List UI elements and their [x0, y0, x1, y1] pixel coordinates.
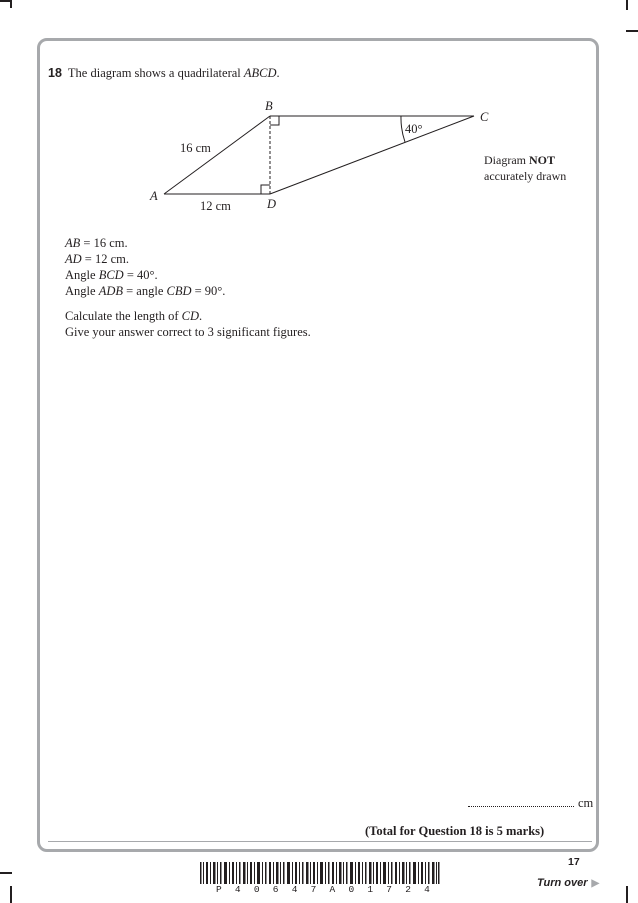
angle-arc-c	[400, 115, 406, 143]
triangle-right-icon: ▶	[591, 878, 600, 889]
total-marks: (Total for Question 18 is 5 marks)	[365, 824, 545, 838]
turn-over-label: Turn over	[537, 877, 588, 889]
crop-mark-top-right-v	[626, 0, 628, 10]
crop-mark-bottom-left	[0, 872, 12, 874]
crop-mark-bottom-right-v	[626, 886, 628, 903]
given-line-right-angles: Angle ADB = angle CBD = 90°.	[65, 284, 226, 298]
right-angle-b	[270, 116, 280, 126]
angle-label-c: 40°	[405, 122, 423, 136]
task-line-2: Give your answer correct to 3 significan…	[65, 325, 311, 339]
answer-dotted-line[interactable]	[468, 796, 574, 807]
question-intro: The diagram shows a quadrilateral ABCD.	[67, 66, 280, 80]
divider-rule	[48, 841, 592, 842]
barcode	[200, 862, 440, 884]
given-line-ab: AB = 16 cm.	[65, 236, 128, 250]
question-heading: 18 The diagram shows a quadrilateral ABCD…	[48, 66, 280, 81]
given-line-ad: AD = 12 cm.	[65, 252, 129, 266]
length-label-ab: 16 cm	[180, 141, 211, 155]
given-information: AB = 16 cm. AD = 12 cm. Angle BCD = 40°.…	[65, 235, 225, 299]
page-number: 17	[568, 856, 580, 868]
diagram-note: Diagram NOT accurately drawn	[484, 153, 567, 183]
vertex-label-a: A	[149, 189, 158, 203]
length-label-ad: 12 cm	[200, 199, 231, 213]
answer-line[interactable]: cm	[468, 796, 593, 811]
vertex-label-d: D	[266, 197, 276, 211]
side-cd	[269, 115, 475, 195]
crop-mark-bottom-left-v	[10, 886, 12, 903]
vertex-label-b: B	[265, 99, 273, 113]
turn-over: Turn over▶	[537, 877, 599, 889]
side-ab	[163, 115, 271, 195]
crop-mark-top-left	[0, 0, 10, 2]
right-angle-d	[260, 184, 270, 194]
crop-mark-top-right	[626, 30, 638, 32]
question-number: 18	[48, 66, 62, 80]
crop-mark-top-left-v	[10, 0, 12, 8]
vertex-label-c: C	[480, 110, 489, 124]
task-line-1: Calculate the length of CD.	[65, 309, 203, 323]
quadrilateral-diagram: B C A D 16 cm 12 cm 40°	[149, 99, 489, 213]
question-task: Calculate the length of CD. Give your an…	[65, 308, 311, 340]
answer-frame	[37, 38, 599, 852]
answer-unit: cm	[578, 796, 594, 810]
given-line-bcd: Angle BCD = 40°.	[65, 268, 158, 282]
